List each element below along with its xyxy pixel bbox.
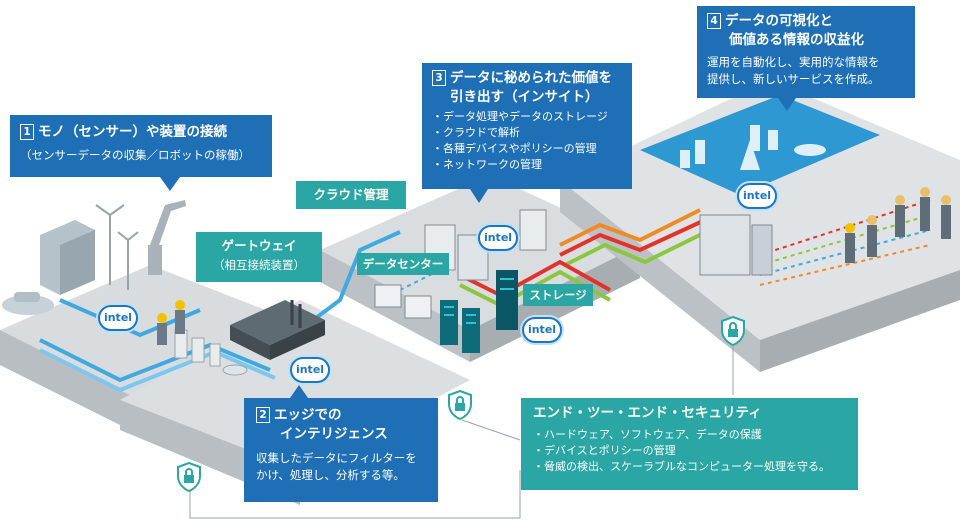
list-item: 脅威の検出、スケーラブルなコンピューター処理を守る。	[533, 459, 846, 475]
factory-building	[40, 220, 95, 295]
gateway-title: ゲートウェイ	[221, 238, 297, 253]
callout-pointer	[160, 177, 180, 191]
callout-body: 運用を自動化し、実用的な情報を	[707, 55, 880, 69]
step-number: 2	[256, 407, 270, 423]
list-item: データ処理やデータのストレージ	[432, 109, 622, 125]
intel-logo-icon: intel	[290, 357, 330, 383]
wind-turbines	[95, 204, 139, 290]
storage-racks	[440, 270, 518, 353]
intel-logo-icon: intel	[522, 317, 562, 343]
callout-title: データの可視化と	[725, 13, 833, 29]
gateway-device	[230, 300, 325, 360]
callout-pointer	[290, 385, 308, 398]
list-item: デバイスとポリシーの管理	[533, 443, 846, 459]
callout-body: 収集したデータにフィルターを	[256, 451, 417, 465]
step-number: 3	[432, 70, 446, 86]
callout-title: エッジでの	[274, 407, 342, 423]
callout-security: エンド・ツー・エンド・セキュリティ ハードウェア、ソフトウェア、データの保護 デ…	[521, 398, 858, 490]
callout-title: データに秘められた価値を	[450, 70, 612, 86]
gateway-subtitle: （相互接続装置）	[213, 258, 305, 272]
intel-logo-icon: intel	[737, 183, 777, 209]
callout-bullet-list: データ処理やデータのストレージ クラウドで解析 各種デバイスやポリシーの管理 ネ…	[432, 109, 622, 173]
step-number: 4	[707, 13, 721, 29]
robot-arm	[148, 200, 186, 275]
intel-logo-icon: intel	[478, 225, 518, 251]
label-cloud-management: クラウド管理	[296, 181, 406, 209]
security-lines	[189, 345, 734, 519]
label-storage: ストレージ	[523, 284, 593, 306]
shield-icon	[447, 389, 473, 421]
callout-body-line2: 提供し、新しいサービスを作成。	[707, 72, 880, 86]
visualization-dashboard	[640, 95, 880, 195]
callout-pointer	[778, 98, 796, 111]
shield-icon	[176, 461, 202, 493]
list-item: 各種デバイスやポリシーの管理	[432, 141, 622, 157]
label-datacenter: データセンター	[357, 253, 449, 275]
callout-subtitle: （センサーデータの収集／ロボットの稼働）	[20, 148, 250, 162]
step-number: 1	[20, 124, 34, 140]
list-item: クラウドで解析	[432, 125, 622, 141]
shield-icon	[720, 315, 746, 347]
list-item: ハードウェア、ソフトウェア、データの保護	[533, 427, 846, 443]
callout-body-line2: かけ、処理し、分析する等。	[256, 468, 405, 482]
callout-bullet-list: ハードウェア、ソフトウェア、データの保護 デバイスとポリシーの管理 脅威の検出、…	[533, 427, 846, 475]
edge-devices	[174, 329, 248, 376]
workers-right	[845, 187, 951, 263]
callout-pointer	[470, 189, 488, 203]
workers-left	[157, 300, 185, 345]
callout-title-line2: インテリジェンス	[280, 426, 388, 442]
callout-title-line2: 引き出す（インサイト）	[450, 89, 599, 105]
car	[2, 292, 54, 315]
intel-logo-icon: intel	[98, 305, 138, 331]
analytics-server	[699, 214, 773, 276]
list-item: ネットワークの管理	[432, 157, 622, 173]
callout-title: エンド・ツー・エンド・セキュリティ	[533, 405, 762, 421]
label-gateway: ゲートウェイ （相互接続装置）	[196, 232, 322, 282]
callout-title-line2: 価値ある情報の収益化	[729, 32, 864, 48]
